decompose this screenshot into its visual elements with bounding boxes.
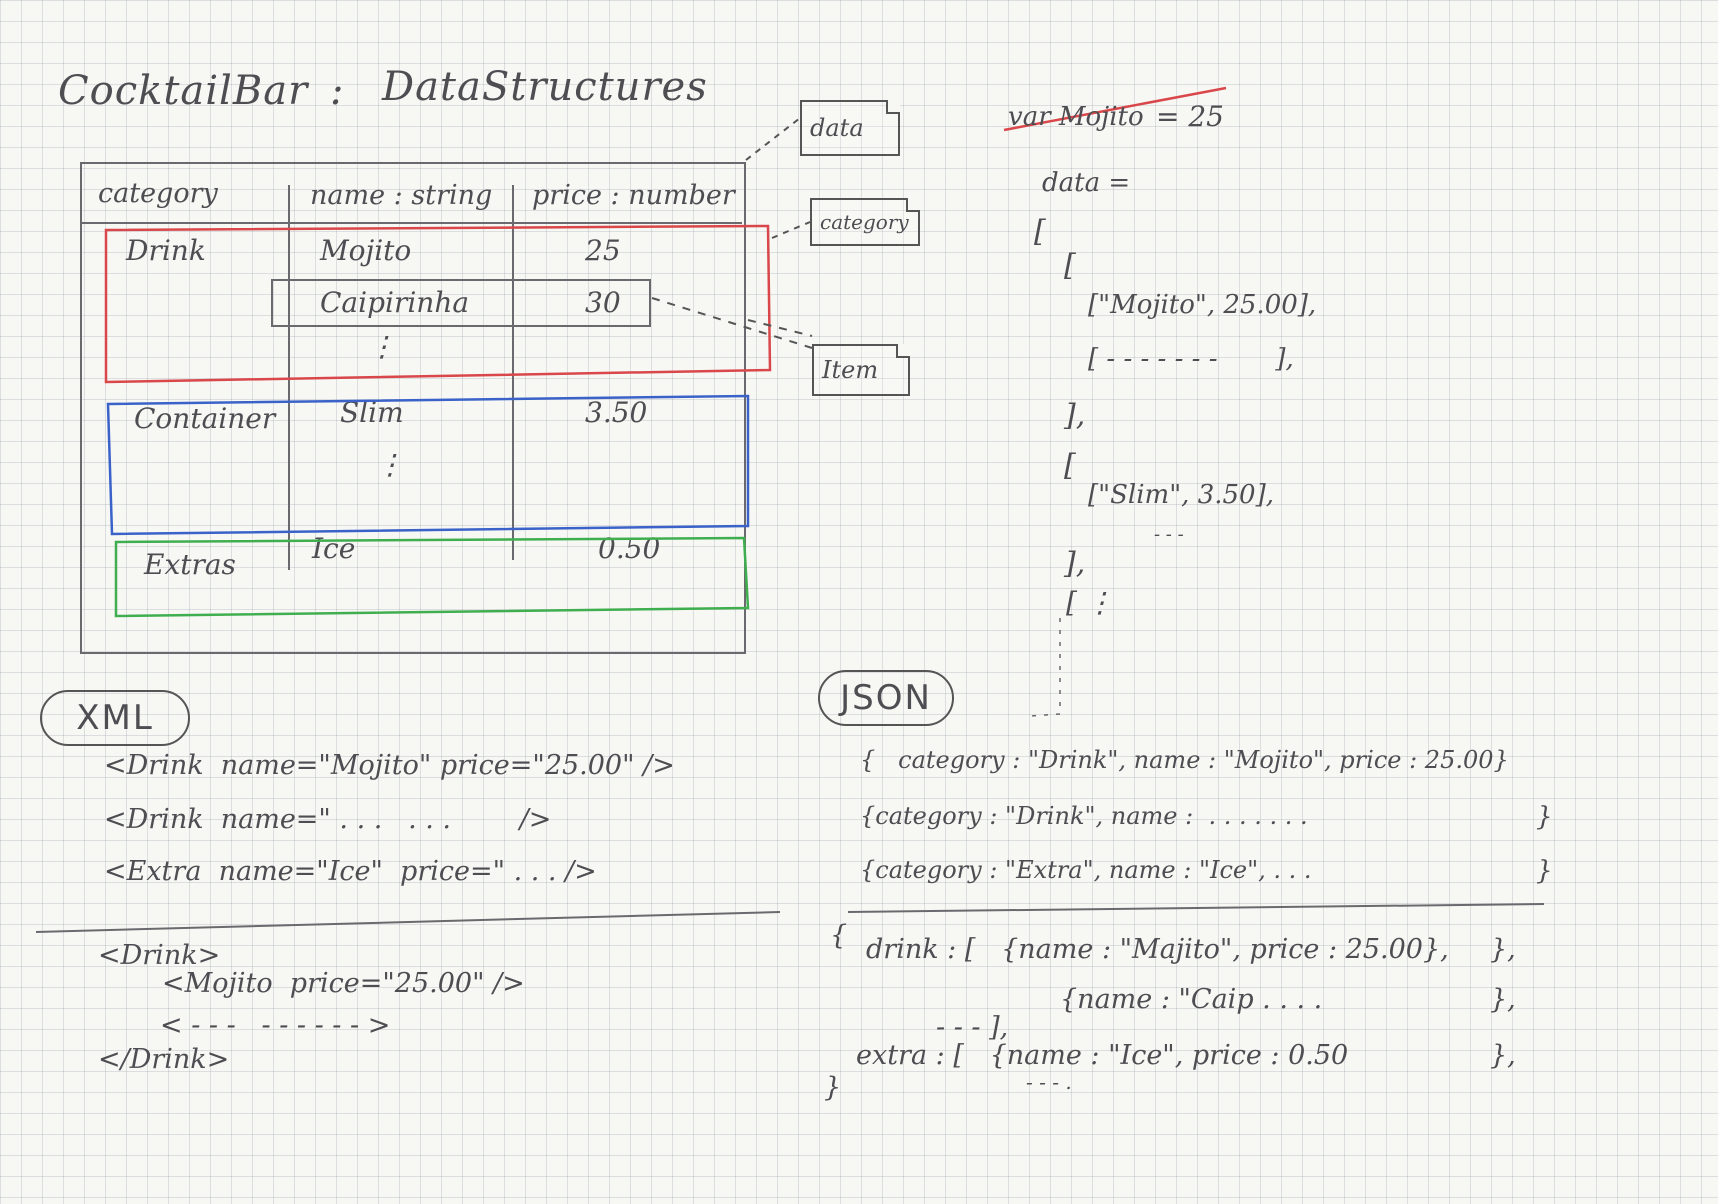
label-item: Item — [812, 344, 910, 396]
cell-name-ice: Ice — [312, 532, 356, 565]
ellipsis-drink: ⋮ — [368, 330, 396, 363]
json-nested-2-close: }, — [1490, 984, 1516, 1015]
title-right: DataStructures — [382, 64, 708, 110]
connector-category — [771, 221, 811, 239]
json-nested-1-close: }, — [1490, 934, 1516, 965]
json-nested-4-close: }, — [1490, 1040, 1516, 1071]
cell-price-mojito: 25 — [585, 234, 621, 267]
json-nested-5: - - - . — [1026, 1070, 1072, 1094]
xml-line-1: <Drink name=" . . . . . . /> — [104, 804, 552, 835]
table-outer-frame — [80, 162, 746, 654]
right-trail — [1029, 618, 1061, 717]
json-divider — [847, 903, 1545, 913]
cell-name-caipirinha: Caipirinha — [320, 286, 470, 319]
xml-nested-0: <Drink> — [98, 940, 221, 971]
cell-category-container: Container — [134, 402, 276, 435]
json-line-0: { category : "Drink", name : "Mojito", p… — [860, 746, 1509, 774]
json-nested-4: extra : [ {name : "Ice", price : 0.50 — [856, 1040, 1349, 1071]
xml-nested-1: <Mojito price="25.00" /> — [162, 968, 525, 999]
json-nested-6: } — [824, 1072, 842, 1103]
json-label: JSON — [818, 670, 954, 726]
connector-item-2 — [747, 319, 813, 337]
container-group-box — [106, 394, 750, 536]
data-line-0: data = — [1042, 168, 1131, 198]
strike-line — [1003, 86, 1227, 132]
json-nested-2: {name : "Caip . . . . — [1060, 984, 1323, 1015]
table-header-divider — [80, 222, 742, 224]
label-data: data — [800, 100, 900, 156]
data-line-5: ], — [1064, 398, 1086, 433]
label-category: category — [810, 198, 920, 246]
json-line-2: {category : "Extra", name : "Ice", . . . — [860, 856, 1312, 884]
struck-assign: = 25 — [1156, 100, 1224, 133]
table-column-divider-2 — [512, 185, 514, 560]
json-nested-3: - - - ], — [936, 1012, 1009, 1043]
connector-item — [651, 297, 813, 349]
json-nested-1: drink : [ {name : "Majito", price : 25.0… — [866, 934, 1449, 965]
json-line-1: {category : "Drink", name : . . . . . . … — [860, 802, 1308, 830]
data-line-8: - - - — [1154, 524, 1184, 545]
xml-line-0: <Drink name="Mojito" price="25.00" /> — [104, 750, 675, 781]
drink-group-box — [104, 224, 772, 384]
cell-price-caipirinha: 30 — [585, 286, 621, 319]
header-category: category — [98, 178, 218, 209]
extras-group-box — [114, 536, 750, 618]
struck-var: var Mojito — [1008, 102, 1144, 132]
data-line-4: [ - - - - - - - ], — [1088, 344, 1294, 374]
item-row-box — [271, 279, 651, 327]
ellipsis-container: ⋮ — [376, 448, 404, 481]
cell-category-extras: Extras — [144, 548, 236, 581]
json-line-2-close: } — [1536, 856, 1553, 886]
xml-label: XML — [40, 690, 190, 746]
xml-line-2: <Extra name="Ice" price=" . . . /> — [104, 856, 597, 887]
cell-price-slim: 3.50 — [585, 396, 648, 429]
header-price: price : number — [532, 180, 735, 211]
data-line-10: [ ⋮ — [1066, 586, 1114, 619]
data-line-7: ["Slim", 3.50], — [1088, 480, 1274, 510]
connector-data — [745, 117, 801, 161]
header-name: name : string — [310, 180, 493, 211]
xml-nested-2: < - - - - - - - - - > — [160, 1010, 391, 1041]
data-line-9: ], — [1064, 546, 1086, 581]
xml-divider — [35, 911, 781, 933]
xml-nested-3: </Drink> — [98, 1044, 230, 1075]
data-line-2: [ — [1064, 248, 1076, 283]
cell-category-drink: Drink — [126, 234, 206, 267]
title-left: CocktailBar — [58, 68, 309, 114]
json-nested-0: { — [830, 920, 848, 951]
cell-name-mojito: Mojito — [320, 234, 412, 267]
data-line-1: [ — [1034, 214, 1046, 249]
title-separator: : — [330, 68, 345, 114]
json-line-1-close: } — [1536, 802, 1553, 832]
data-line-3: ["Mojito", 25.00], — [1088, 290, 1317, 320]
data-line-6: [ — [1064, 448, 1076, 483]
